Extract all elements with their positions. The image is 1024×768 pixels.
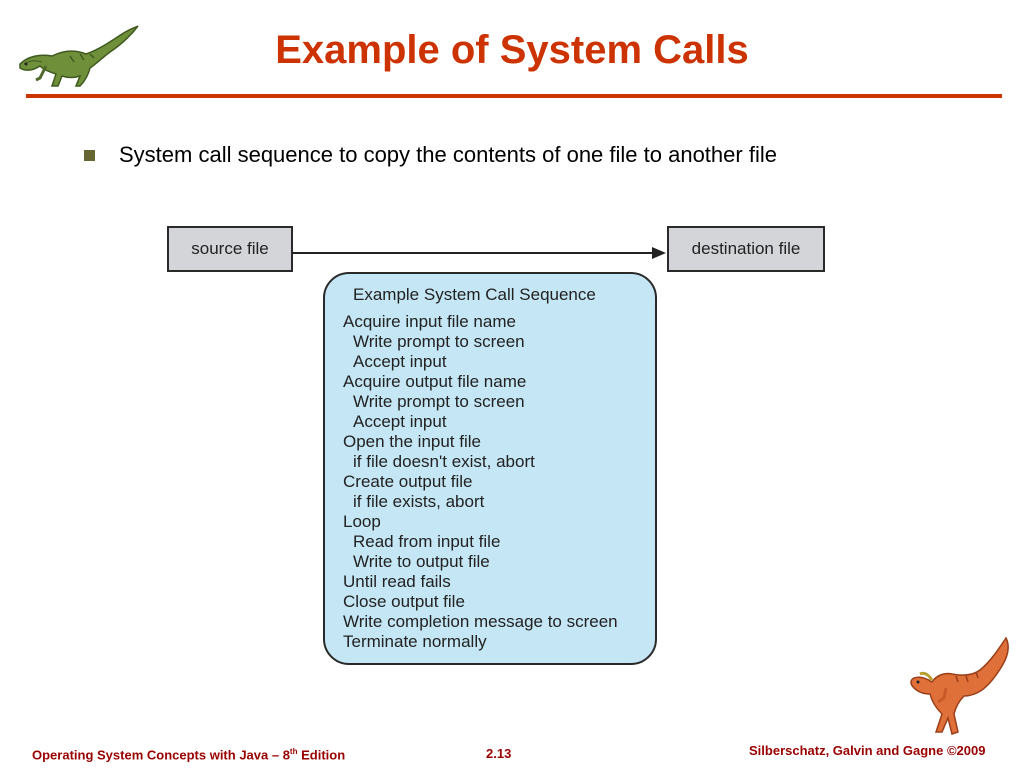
sequence-step: Write prompt to screen: [353, 392, 525, 411]
slide-title: Example of System Calls: [275, 28, 749, 72]
sequence-title: Example System Call Sequence: [353, 285, 596, 304]
sequence-step: Open the input file: [343, 432, 481, 451]
destination-file-label: destination file: [691, 239, 801, 258]
sequence-step: Loop: [343, 512, 381, 531]
sequence-step: Accept input: [353, 352, 447, 371]
footer-copyright: Silberschatz, Galvin and Gagne ©2009: [749, 743, 986, 758]
bullet-square-icon: [84, 149, 95, 161]
sequence-step: if file doesn't exist, abort: [353, 452, 535, 471]
system-call-sequence-box: Example System Call Sequence Acquire inp…: [323, 272, 657, 665]
bullet-text: System call sequence to copy the content…: [119, 142, 777, 167]
sequence-step: if file exists, abort: [353, 492, 485, 511]
sequence-step: Write prompt to screen: [353, 332, 525, 351]
sequence-step: Terminate normally: [343, 632, 487, 651]
sequence-step: Until read fails: [343, 572, 451, 591]
sequence-step: Acquire output file name: [343, 372, 527, 391]
sequence-step: Write completion message to screen: [343, 612, 618, 631]
bullet-item: System call sequence to copy the content…: [84, 142, 777, 168]
sequence-step: Write to output file: [353, 552, 490, 571]
title-divider: [26, 94, 1002, 98]
system-call-diagram: source file destination file Example Sys…: [166, 222, 828, 666]
dinosaur-logo-icon: [19, 25, 139, 87]
footer-slide-number: 2.13: [486, 746, 512, 761]
sequence-step: Create output file: [343, 472, 473, 491]
dinosaur-mascot-icon: [910, 636, 1009, 735]
source-file-box: source file: [167, 226, 293, 272]
sequence-step: Read from input file: [353, 532, 501, 551]
copy-arrow: [293, 247, 666, 259]
sequence-step: Close output file: [343, 592, 465, 611]
sequence-step: Acquire input file name: [343, 312, 516, 331]
footer-book-title: Operating System Concepts with Java – 8t…: [32, 747, 346, 763]
source-file-label: source file: [191, 239, 269, 258]
destination-file-box: destination file: [667, 226, 825, 272]
sequence-step: Accept input: [353, 412, 447, 431]
